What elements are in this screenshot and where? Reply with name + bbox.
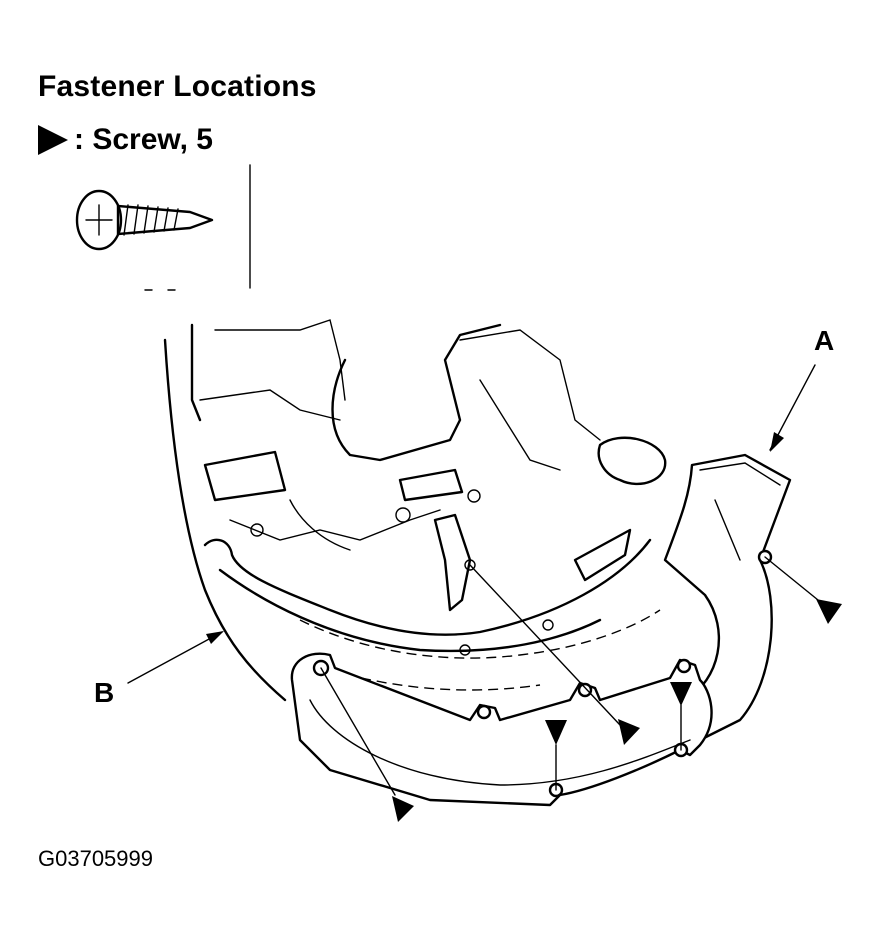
figure-code: G03705999 bbox=[38, 846, 153, 871]
callout-label-b: B bbox=[94, 677, 115, 708]
screw-marker-icon bbox=[618, 719, 640, 745]
screw-marker-icon bbox=[670, 682, 692, 706]
arrowhead-b-icon bbox=[206, 631, 224, 644]
legend-text: : Screw, 5 bbox=[74, 123, 213, 156]
screw-illustration bbox=[75, 189, 214, 251]
diagram-title: Fastener Locations bbox=[38, 70, 317, 103]
vehicle-body-outline bbox=[163, 319, 667, 702]
fastener-legend: : Screw, 5 bbox=[36, 122, 213, 158]
triangle-pointer-icon bbox=[38, 125, 68, 155]
screw-marker-icon bbox=[392, 796, 414, 822]
screw-marker-icon bbox=[816, 599, 842, 624]
screw-marker-icon bbox=[545, 720, 567, 745]
leader-b bbox=[127, 631, 223, 684]
arrowhead-a-icon bbox=[770, 432, 784, 452]
callout-label-a: A bbox=[814, 325, 835, 356]
undercover-b bbox=[290, 652, 713, 807]
